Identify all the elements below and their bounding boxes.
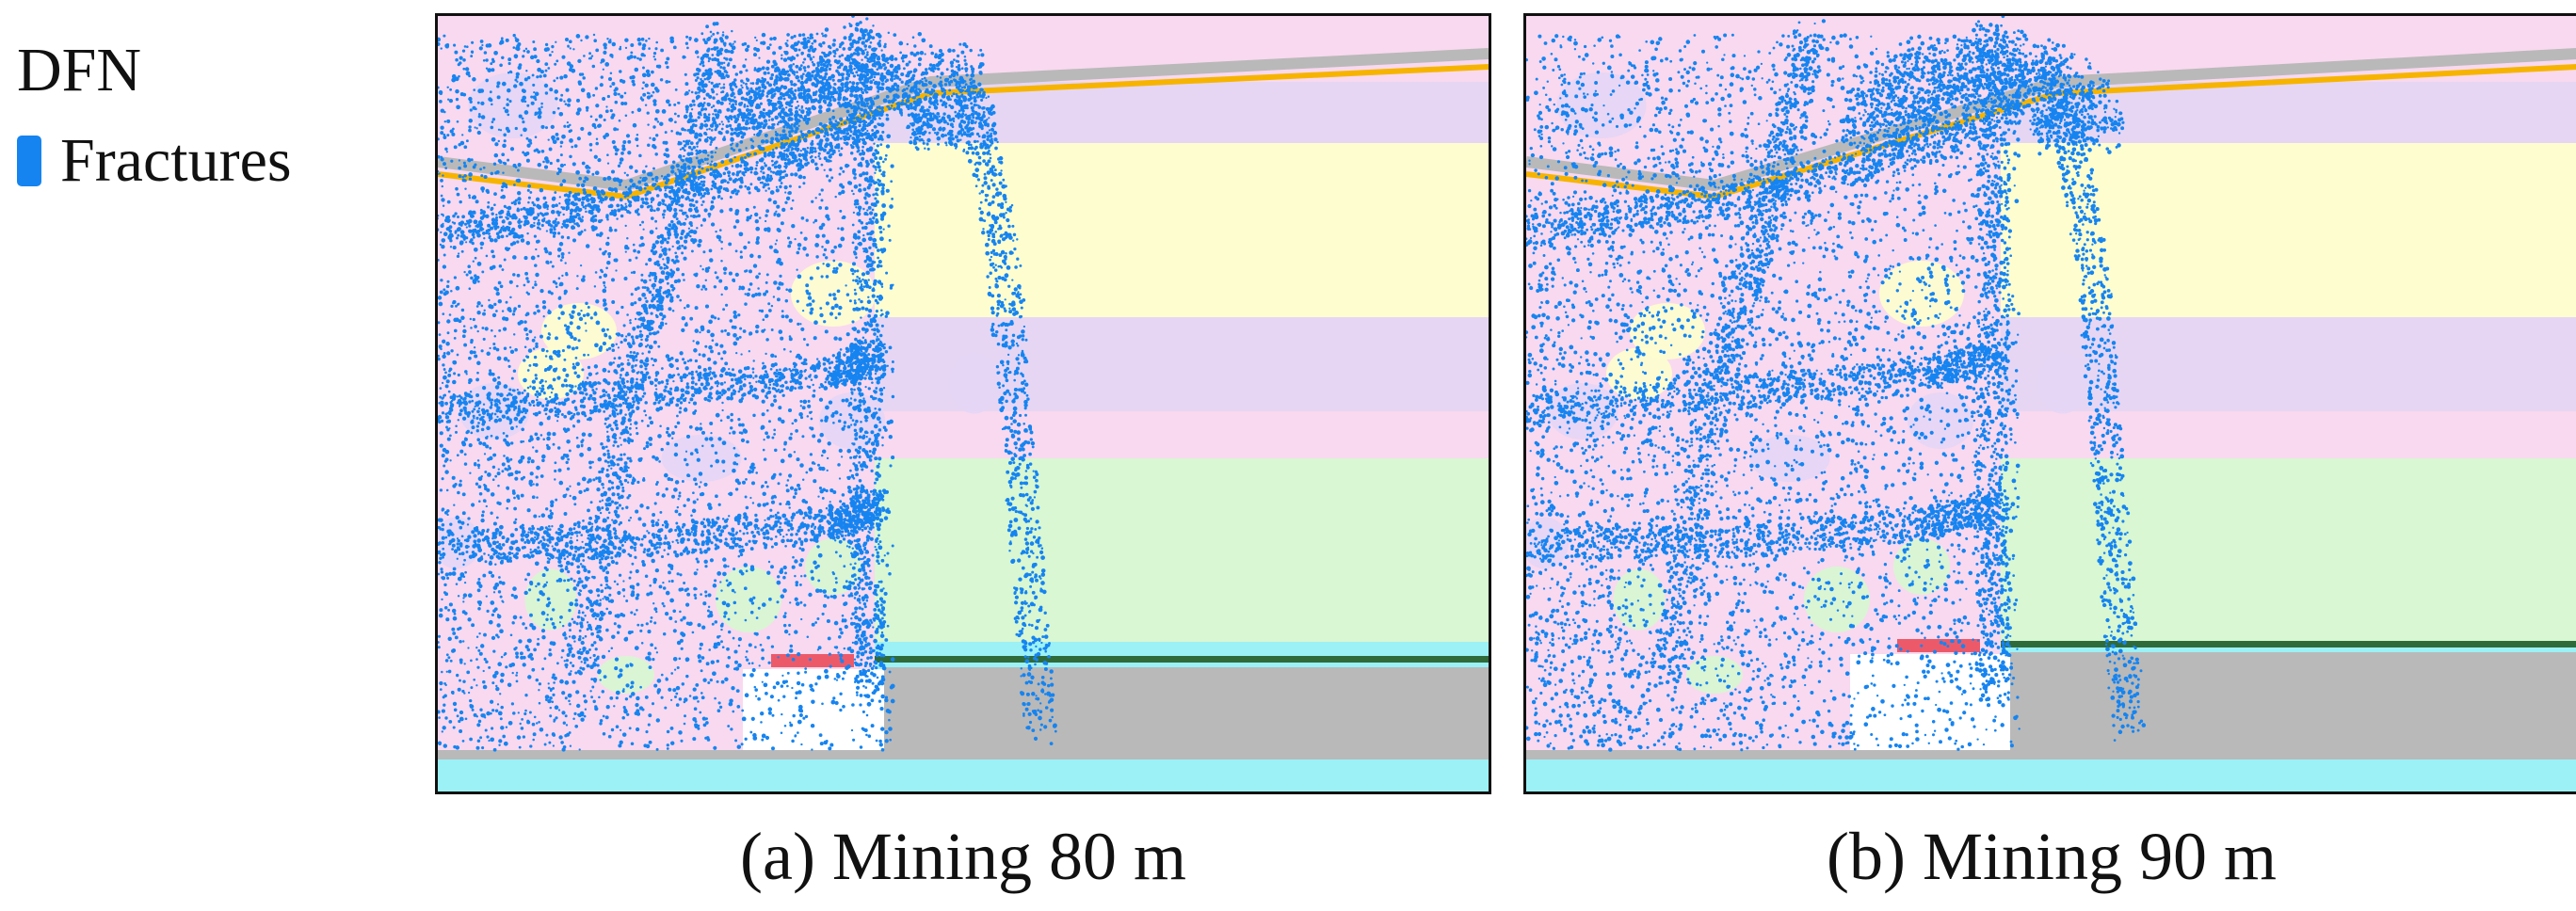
key-layer-gray <box>438 48 1489 192</box>
caved-rock-block <box>1762 56 1837 108</box>
caved-rock-block <box>1731 484 1793 527</box>
caption-mining-90m: (b) Mining 90 m <box>1523 817 2576 896</box>
caved-rock-block <box>2032 510 2075 576</box>
caption-mining-80m: (a) Mining 80 m <box>435 817 1491 896</box>
key-layer-gray <box>1526 48 2576 192</box>
legend-item-fractures: Fractures <box>17 126 292 196</box>
caved-rock-block <box>1630 303 1705 360</box>
fracture-model-80m <box>438 16 1489 791</box>
coal-seam-block <box>2010 652 2576 726</box>
hydraulic-support <box>771 654 854 667</box>
stratum-band <box>1526 759 2576 791</box>
caved-rock-block <box>673 56 749 108</box>
fracture-model-90m <box>1526 16 2576 791</box>
fractures-swatch-icon <box>17 136 41 186</box>
caved-rock-block <box>661 435 742 482</box>
caved-rock-block <box>524 568 577 631</box>
caved-rock-block <box>598 656 654 694</box>
caved-rock-block <box>468 72 558 138</box>
caved-rock-block <box>1686 656 1743 694</box>
legend: DFN Fractures <box>17 36 292 196</box>
coal-seam-block <box>884 667 1489 741</box>
legend-title: DFN <box>17 36 292 105</box>
legend-label-fractures: Fractures <box>60 126 292 196</box>
fracture-network <box>1526 16 2147 752</box>
caved-rock-block <box>1613 568 1666 631</box>
coal-seam-line <box>2001 641 2576 647</box>
caved-rock-block <box>1804 567 1870 632</box>
key-layer-orange <box>438 64 1489 200</box>
caved-rock-block <box>2037 352 2089 414</box>
stratum-band <box>438 759 1489 791</box>
caved-rock-block <box>943 510 987 576</box>
coal-seam-line <box>875 656 1489 663</box>
caved-rock-block <box>1749 435 1830 482</box>
panel-mining-90m <box>1523 13 2576 794</box>
caved-rock-block <box>716 567 781 632</box>
caved-rock-block <box>1879 261 1964 327</box>
hydraulic-support <box>1897 639 1980 652</box>
panel-mining-80m <box>435 13 1491 794</box>
caved-rock-block <box>1526 517 1569 569</box>
fracture-network <box>438 16 1057 752</box>
caved-rock-block <box>948 352 1001 414</box>
caved-rock-block <box>1893 538 1950 595</box>
